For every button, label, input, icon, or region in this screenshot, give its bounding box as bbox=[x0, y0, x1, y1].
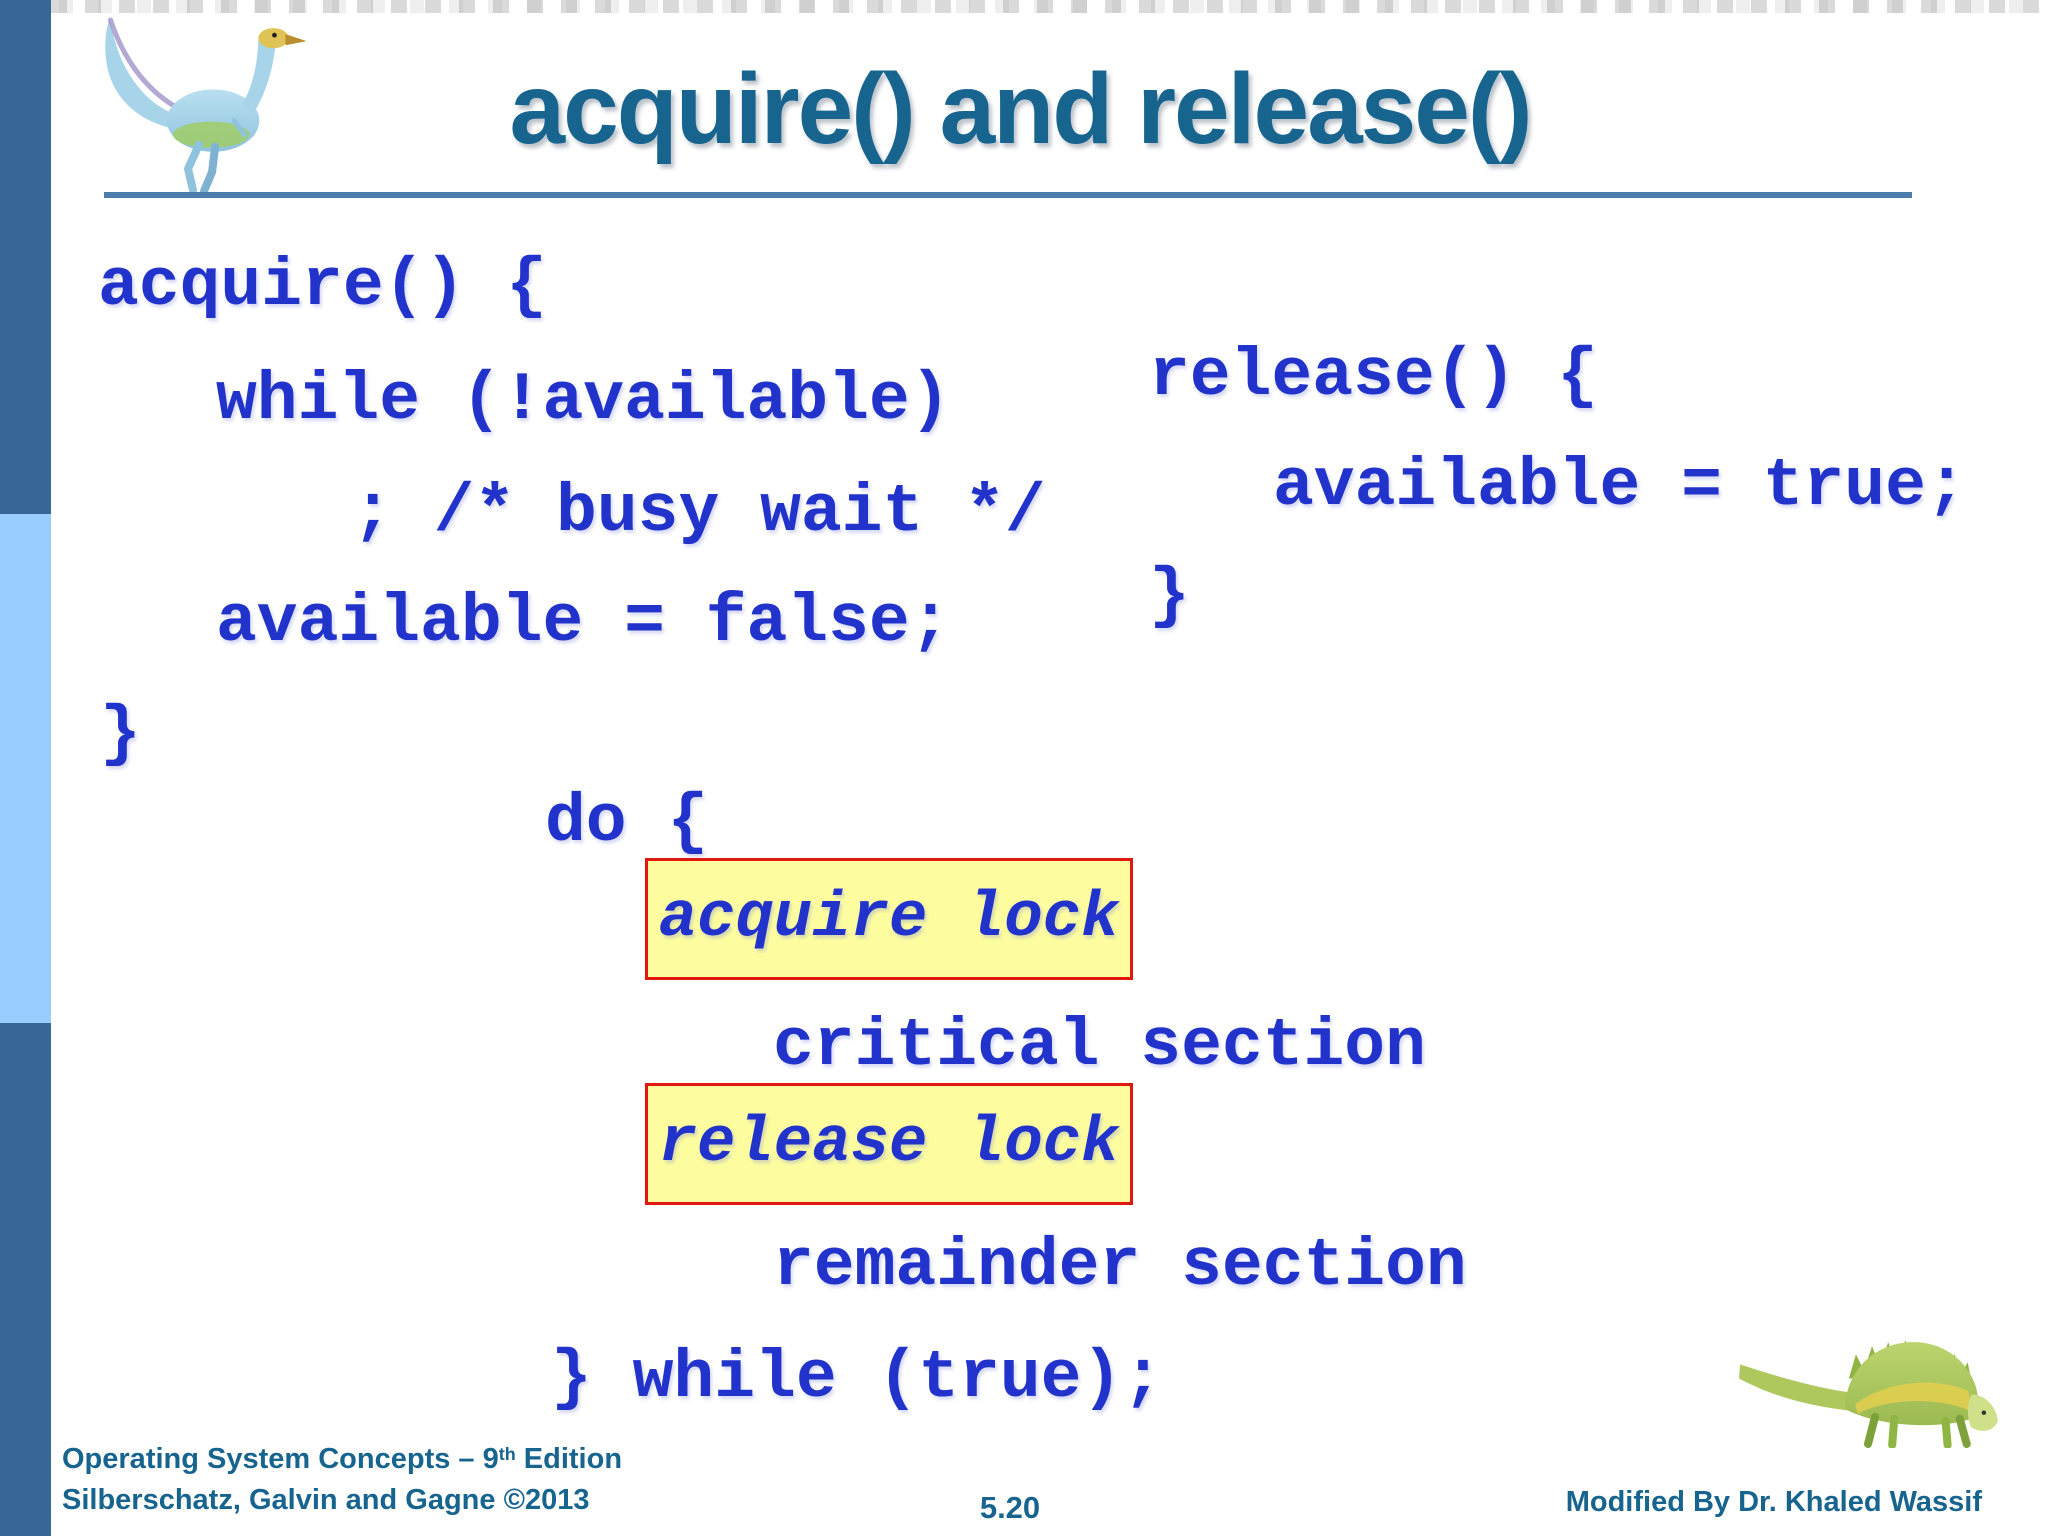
code-release-assign: available = true; bbox=[1273, 448, 1967, 525]
title-underline bbox=[104, 192, 1912, 198]
release-lock-label: release lock bbox=[658, 1108, 1120, 1180]
code-critical-section: critical section bbox=[773, 1008, 1426, 1085]
footer-book-title: Operating System Concepts – 9th Edition bbox=[62, 1440, 622, 1481]
acquire-lock-label: acquire lock bbox=[658, 883, 1120, 955]
code-do-open: do { bbox=[545, 784, 709, 861]
footer-book-title-prefix: Operating System Concepts – 9 bbox=[62, 1443, 499, 1475]
code-acquire-close: } bbox=[100, 696, 141, 773]
code-while-close: } while (true); bbox=[551, 1340, 1164, 1417]
footer-book-info: Operating System Concepts – 9th Edition … bbox=[62, 1440, 622, 1519]
top-edge-artifact bbox=[51, 0, 2048, 13]
code-release-close: } bbox=[1149, 558, 1190, 635]
footer-book-title-sup: th bbox=[498, 1443, 516, 1464]
sidebar-segment-bottom bbox=[0, 1023, 51, 1536]
code-acquire-while: while (!available) bbox=[216, 362, 951, 439]
sidebar-segment-middle bbox=[0, 514, 51, 1023]
footer-authors: Silberschatz, Galvin and Gagne ©2013 bbox=[62, 1484, 590, 1516]
code-acquire-assign: available = false; bbox=[216, 584, 951, 661]
code-acquire-open: acquire() { bbox=[98, 248, 547, 325]
footer-modified-by: Modified By Dr. Khaled Wassif bbox=[1565, 1486, 1982, 1518]
code-release-open: release() { bbox=[1149, 338, 1598, 415]
code-remainder-section: remainder section bbox=[773, 1228, 1467, 1305]
dinosaur-image-bottom-right bbox=[1739, 1340, 1998, 1448]
slide-page-number: 5.20 bbox=[979, 1490, 1041, 1525]
release-lock-box: release lock bbox=[645, 1083, 1133, 1205]
dinosaur-logo-top-left bbox=[105, 17, 307, 194]
acquire-lock-box: acquire lock bbox=[645, 858, 1133, 980]
sidebar-segment-top bbox=[0, 0, 51, 514]
code-acquire-busywait: ; /* busy wait */ bbox=[352, 474, 1046, 551]
footer-book-title-suffix: Edition bbox=[515, 1443, 623, 1475]
slide-title: acquire() and release() bbox=[509, 53, 1532, 165]
